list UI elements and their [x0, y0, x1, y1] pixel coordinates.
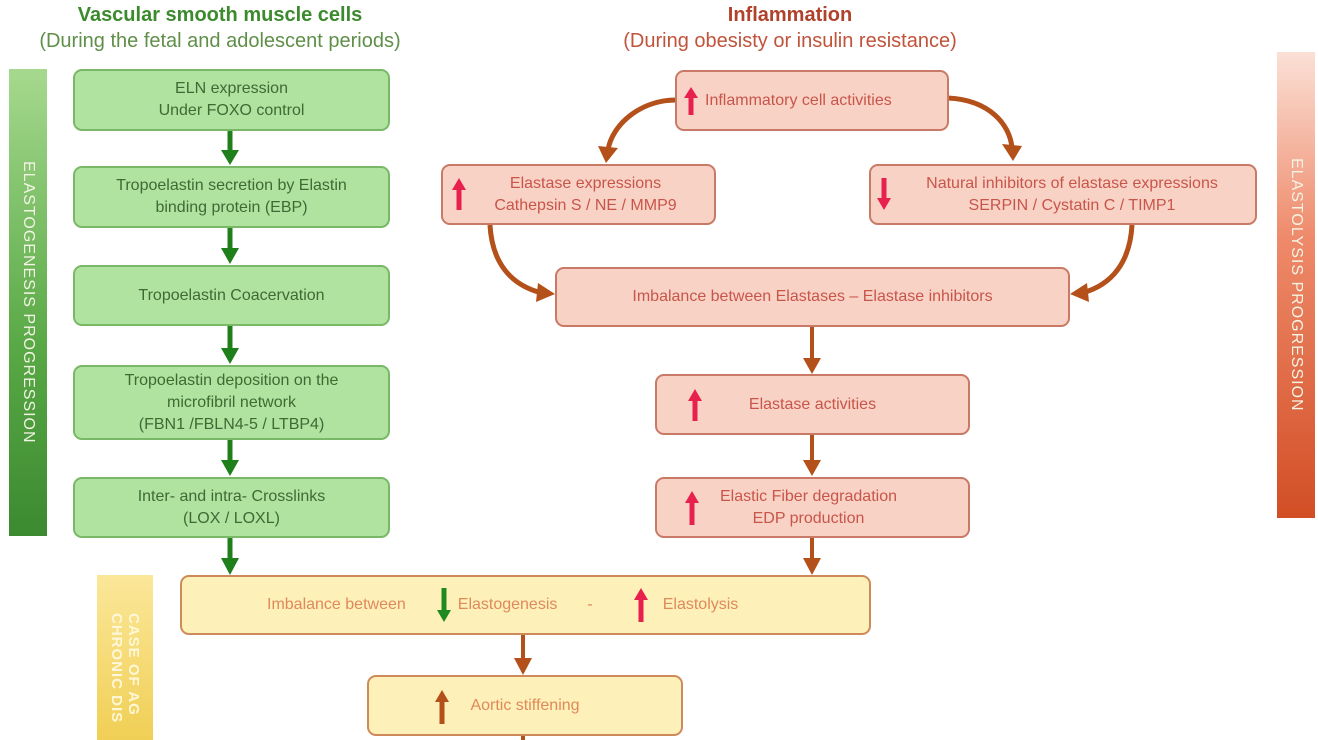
up-arrow-icon	[452, 178, 466, 210]
up-arrow-icon	[435, 690, 449, 724]
step-tropoelastin-secretion: Tropoelastin secretion by Elastin bindin…	[73, 166, 390, 228]
node-label: Imbalance between Elastases – Elastase i…	[632, 288, 993, 305]
node-elastase-activities: Elastase activities	[655, 374, 970, 435]
step-label: Inter- and intra- Crosslinks (LOX / LOXL…	[137, 487, 326, 527]
step-label: ELN expression Under FOXO control	[158, 80, 305, 119]
aging-chronic-disease-label: CASE OF AG CHRONIC DIS	[108, 613, 142, 724]
node-aortic-stiffening: Aortic stiffening	[367, 675, 683, 736]
brown-arrow	[514, 635, 532, 675]
imbalance-prefix: Imbalance between	[267, 596, 406, 613]
node-label: Aortic stiffening	[470, 696, 580, 714]
step-label: Tropoelastin secretion by Elastin bindin…	[116, 177, 347, 216]
right-heading: Inflammation	[727, 4, 853, 26]
node-elastase-expressions: Elastase expressions Cathepsin S / NE / …	[441, 164, 716, 225]
node-inflammatory-cell-activities: Inflammatory cell activities	[675, 70, 949, 131]
left-subheading: (During the fetal and adolescent periods…	[39, 30, 401, 52]
elastolysis-progression-bar: ELASTOLYSIS PROGRESSION	[1277, 52, 1315, 518]
up-arrow-icon	[633, 588, 648, 622]
brown-arrow	[803, 537, 821, 575]
node-natural-inhibitors: Natural inhibitors of elastase expressio…	[869, 164, 1257, 225]
node-label: Inflammatory cell activities	[705, 91, 892, 109]
step-eln-expression: ELN expression Under FOXO control	[73, 69, 390, 131]
down-arrow-icon	[436, 588, 451, 622]
brown-curved-arrow	[487, 224, 555, 302]
node-label: Natural inhibitors of elastase expressio…	[926, 174, 1218, 214]
step-label: Tropoelastin Coacervation	[138, 286, 325, 304]
green-arrow	[221, 537, 239, 575]
brown-curved-arrow	[598, 97, 677, 163]
step-tropoelastin-coacervation: Tropoelastin Coacervation	[73, 265, 390, 326]
right-subheading: (During obesisty or insulin resistance)	[623, 30, 957, 52]
elastogenesis-progression-label: ELASTOGENESIS PROGRESSION	[20, 161, 37, 444]
node-imbalance-elastases: Imbalance between Elastases – Elastase i…	[555, 267, 1070, 327]
up-arrow-icon	[684, 86, 698, 115]
step-label: Tropoelastin deposition on the microfibr…	[124, 371, 339, 433]
left-heading: Vascular smooth muscle cells	[77, 4, 363, 26]
node-label: Elastase activities	[748, 395, 877, 413]
brown-curved-arrow	[947, 95, 1022, 161]
aging-chronic-disease-bar: CASE OF AG CHRONIC DIS	[97, 575, 153, 740]
imbalance-left-term: Elastogenesis	[457, 596, 558, 613]
brown-arrow	[803, 327, 821, 374]
brown-arrow	[803, 434, 821, 476]
imbalance-right-term: Elastolysis	[662, 596, 739, 613]
up-arrow-icon	[688, 389, 702, 421]
step-tropoelastin-deposition: Tropoelastin deposition on the microfibr…	[73, 365, 390, 440]
node-label: Elastase expressions Cathepsin S / NE / …	[494, 174, 677, 214]
green-arrow	[221, 325, 239, 364]
node-label: Elastic Fiber degradation EDP production	[720, 487, 897, 527]
up-arrow-icon	[685, 491, 699, 525]
node-elastic-fiber-degradation: Elastic Fiber degradation EDP production	[655, 477, 970, 538]
brown-curved-arrow	[1070, 224, 1135, 302]
step-crosslinks: Inter- and intra- Crosslinks (LOX / LOXL…	[73, 477, 390, 538]
left-title: Vascular smooth muscle cells (During the…	[0, 2, 440, 54]
imbalance-separator: -	[587, 596, 593, 613]
elastolysis-progression-label: ELASTOLYSIS PROGRESSION	[1288, 158, 1305, 412]
node-imbalance-elastogenesis-elastolysis: Imbalance between Elastogenesis - Elasto…	[180, 575, 871, 635]
green-arrow	[221, 227, 239, 264]
down-arrow-icon	[877, 178, 891, 210]
elastogenesis-progression-bar: ELASTOGENESIS PROGRESSION	[9, 69, 47, 536]
green-arrow	[221, 439, 239, 476]
green-arrow	[221, 130, 239, 165]
right-title: Inflammation (During obesisty or insulin…	[575, 2, 1005, 54]
